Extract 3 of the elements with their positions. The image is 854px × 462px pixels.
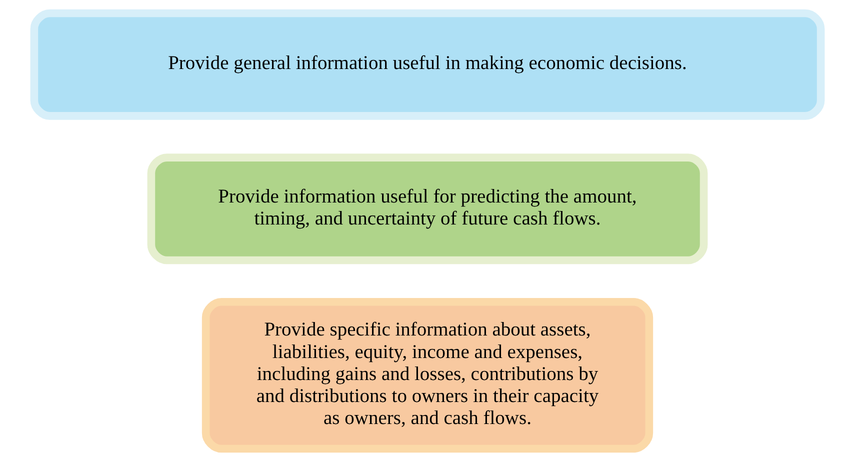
node-box: Provide information useful for predicting the amount, timing, and uncertainty of future cash flows.	[146, 154, 708, 264]
node-box: Provide general information useful in making economic decisions.	[30, 9, 824, 120]
node-box: Provide specific information about assets, liabilities, equity, income and expenses, including gains and losses, contributions by and distributions to owners in their capacity as owners, and cash flows.	[201, 298, 653, 453]
